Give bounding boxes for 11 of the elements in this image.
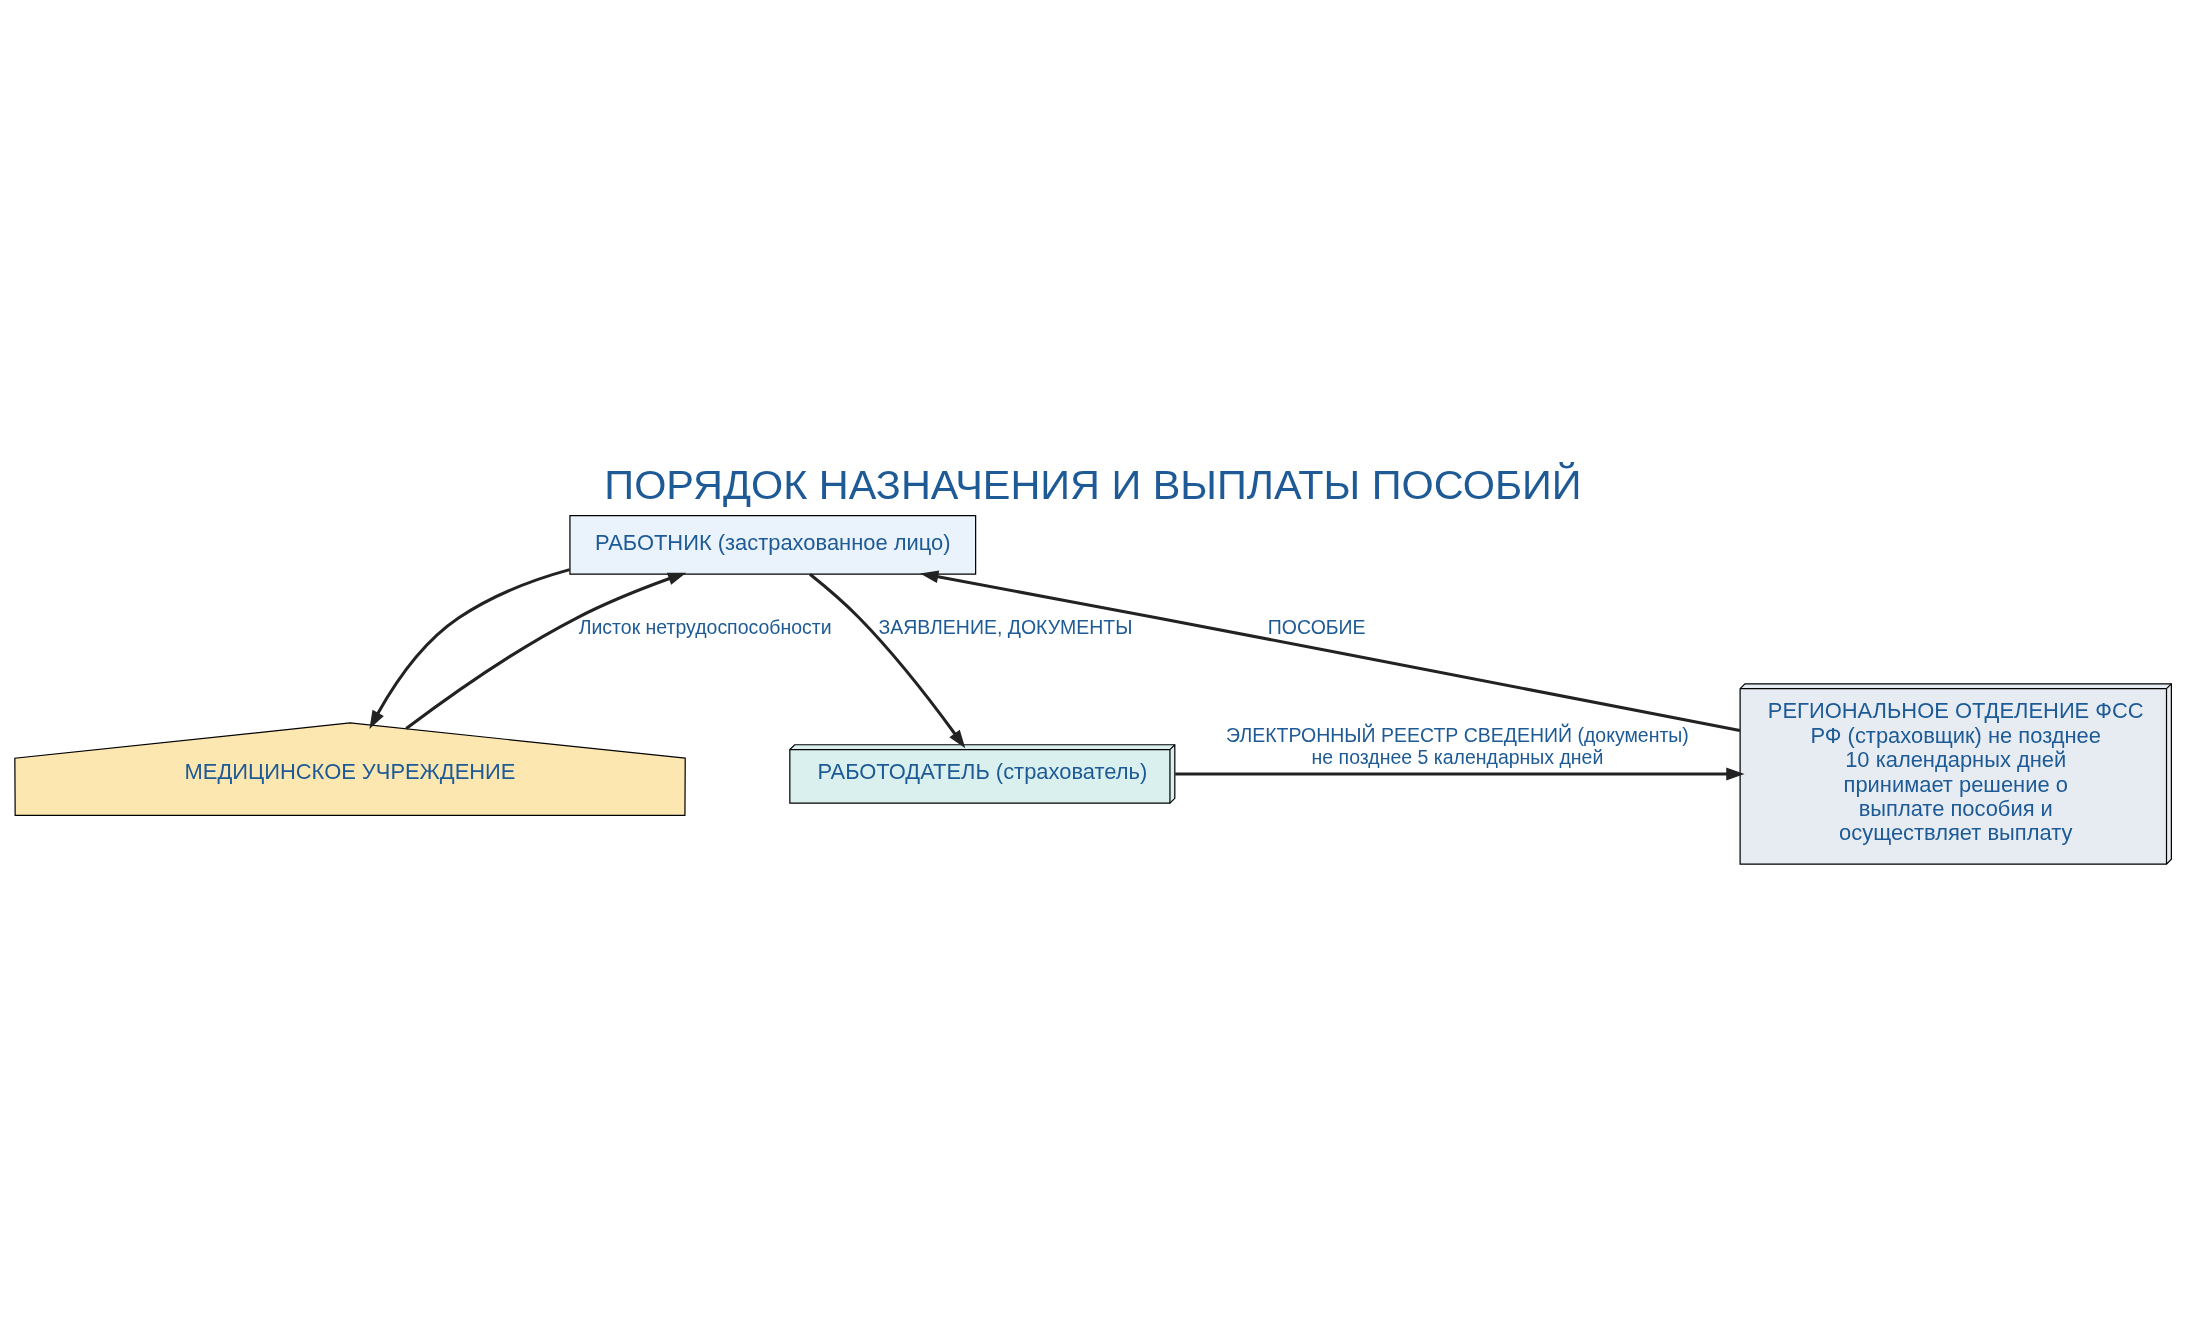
edge-label: Листок нетрудоспособности — [578, 615, 832, 638]
node-box: РАБОТНИК (застрахованное лицо) — [569, 515, 977, 575]
arrow — [1175, 767, 1745, 781]
arrow — [809, 573, 966, 749]
edge-label: ПОСОБИЕ — [1267, 615, 1366, 638]
diagram-title: ПОРЯДОК НАЗНАЧЕНИЯ И ВЫПЛАТЫ ПОСОБИЙ — [604, 461, 1582, 508]
arrow — [920, 570, 1741, 732]
arrow — [369, 568, 571, 729]
arrow — [405, 572, 687, 730]
edge-label: ЭЛЕКТРОННЫЙ РЕЕСТР СВЕДЕНИЙ (документы) не позднее 5 календарных дней — [1226, 724, 1689, 768]
edge-label: ЗАЯВЛЕНИЕ, ДОКУМЕНТЫ — [878, 615, 1133, 638]
